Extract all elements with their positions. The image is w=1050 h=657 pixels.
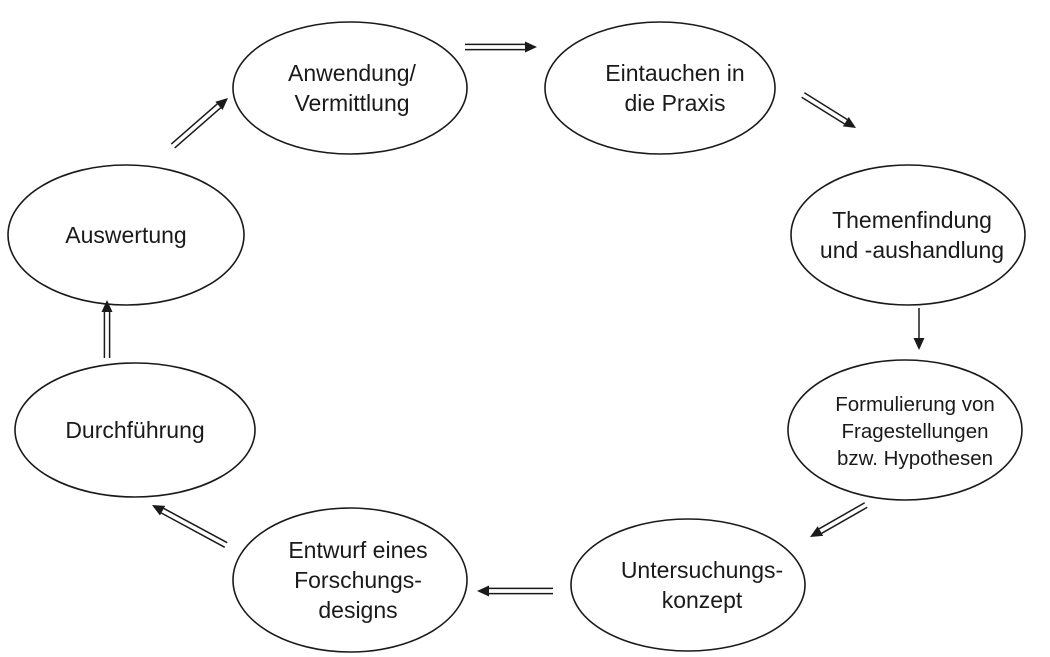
arrow-shaft [163, 507, 228, 544]
arrowhead-icon [842, 116, 856, 128]
arrow-shaft [160, 512, 226, 548]
arrowhead-icon [215, 98, 228, 111]
node-formulierung-label-line: bzw. Hypothesen [837, 447, 993, 470]
arrow-themenfindung-to-formulierung [913, 308, 925, 350]
node-themenfindung-label-line: und -aushandlung [820, 237, 1004, 263]
arrow-untersuchung-to-entwurf [477, 585, 553, 597]
node-untersuchung-label-line: Untersuchungs- [621, 557, 783, 583]
node-anwendung-label-line: Vermittlung [294, 90, 409, 116]
arrow-formulierung-to-untersuchung [810, 502, 868, 537]
node-durchfuehrung-ellipse [14, 362, 256, 498]
arrow-anwendung-to-eintauchen [465, 41, 537, 53]
arrowhead-icon [152, 505, 166, 516]
node-untersuchung-ellipse [570, 518, 806, 652]
node-themenfindung-ellipse [790, 164, 1026, 306]
arrowhead-icon [913, 338, 925, 350]
arrow-shaft [818, 502, 866, 530]
arrow-shaft [170, 103, 218, 145]
node-entwurf-ellipse [232, 507, 468, 653]
node-anwendung-label-line: Anwendung/ [288, 60, 416, 86]
arrow-durchfuehrung-to-auswertung [101, 300, 113, 358]
arrow-eintauchen-to-themenfindung [801, 92, 856, 128]
node-formulierung-label-line: Formulierung von [835, 393, 995, 416]
node-themenfindung: Themenfindung und -aushandlung [790, 164, 1026, 306]
node-auswertung-label-line: Auswertung [65, 222, 186, 248]
arrow-shaft [803, 92, 848, 121]
node-eintauchen-label-line: Eintauchen in [605, 60, 744, 86]
node-untersuchung-label-line: konzept [662, 587, 743, 613]
arrow-shaft [821, 506, 868, 534]
arrowhead-icon [101, 300, 113, 312]
node-anwendung: Anwendung/Vermittlung [232, 21, 468, 155]
node-themenfindung-label-line: Themenfindung [832, 207, 992, 233]
node-formulierung-label-line: Fragestellungen [841, 420, 988, 443]
arrow-entwurf-to-durchfuehrung [152, 505, 228, 548]
node-durchfuehrung: Durchführung [14, 362, 256, 498]
node-untersuchung: Untersuchungs-konzept [570, 518, 806, 652]
arrowhead-icon [810, 526, 824, 537]
node-formulierung-ellipse [787, 359, 1023, 501]
node-entwurf-label-line: Entwurf eines [288, 537, 427, 563]
node-eintauchen-label-line: die Praxis [625, 90, 726, 116]
arrow-auswertung-to-anwendung [170, 98, 228, 149]
node-entwurf-label-line: Forschungs- [294, 567, 422, 593]
node-anwendung-ellipse [232, 21, 468, 155]
arrowhead-icon [477, 585, 489, 597]
node-entwurf-label-line: designs [318, 597, 397, 623]
arrow-shaft [801, 96, 845, 125]
node-auswertung: Auswertung [7, 164, 245, 306]
node-durchfuehrung-label-line: Durchführung [65, 417, 204, 443]
node-eintauchen-ellipse [544, 21, 776, 155]
arrowhead-icon [525, 41, 537, 53]
node-auswertung-ellipse [7, 164, 245, 306]
arrow-shaft [174, 107, 222, 149]
node-eintauchen: Eintauchen in die Praxis [544, 21, 776, 155]
